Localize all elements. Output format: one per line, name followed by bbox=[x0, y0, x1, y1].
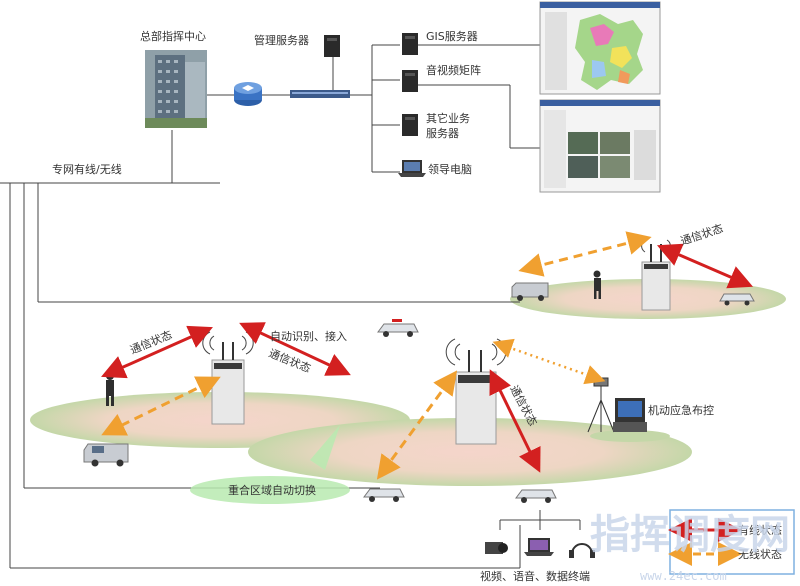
zone-center bbox=[248, 418, 692, 486]
base-station-right-icon bbox=[641, 239, 671, 311]
leader-pc-label: 领导电脑 bbox=[428, 163, 472, 176]
zone-mobile bbox=[590, 430, 670, 442]
comm-status-right-label: 通信状态 bbox=[679, 221, 725, 248]
watermark-text: 指挥调度网 bbox=[590, 512, 790, 558]
terminals-label: 视频、语音、数据终端 bbox=[480, 569, 590, 583]
switch-icon bbox=[290, 90, 350, 98]
other-server-icon bbox=[402, 114, 418, 136]
wireless-links-red bbox=[101, 243, 754, 473]
comm-status-mid-label: 通信状态 bbox=[267, 346, 313, 375]
overlap-callout bbox=[190, 425, 350, 504]
police-car-left-icon bbox=[363, 488, 405, 502]
private-net-label: 专网有线/无线 bbox=[52, 162, 122, 176]
video-monitor-screenshot bbox=[539, 99, 661, 193]
field-case-icon bbox=[613, 398, 647, 432]
police-car-center-icon bbox=[515, 489, 557, 503]
police-car-top-icon bbox=[377, 319, 419, 337]
comm-status-left-label: 通信状态 bbox=[128, 327, 174, 356]
gis-server-label: GIS服务器 bbox=[426, 30, 478, 43]
legend: 有线状态 无线状态 bbox=[668, 509, 795, 575]
av-matrix-label: 音视频矩阵 bbox=[426, 63, 481, 77]
mgmt-server-label: 管理服务器 bbox=[254, 33, 309, 47]
van-left-icon bbox=[83, 443, 129, 467]
other-server-label-2: 服务器 bbox=[426, 127, 459, 140]
watermark-url: www.24ec.com bbox=[640, 569, 727, 583]
mgmt-server-icon bbox=[324, 35, 340, 57]
av-matrix-icon bbox=[402, 70, 418, 92]
camcorder-icon bbox=[485, 542, 508, 554]
legend-item-2: 无线状态 bbox=[738, 547, 782, 561]
van-right-icon bbox=[511, 282, 549, 301]
overlap-switch-label: 重合区域自动切换 bbox=[228, 483, 316, 497]
headset-icon bbox=[569, 543, 595, 558]
gis-server-icon bbox=[402, 33, 418, 55]
terminal-laptop-icon bbox=[524, 538, 554, 556]
router-icon bbox=[234, 82, 262, 106]
gis-map-screenshot bbox=[539, 1, 661, 95]
legend-item-1: 有线状态 bbox=[738, 523, 782, 537]
other-server-label-1: 其它业务 bbox=[426, 111, 470, 125]
wireless-links-orange bbox=[101, 231, 652, 480]
police-car-right-icon bbox=[719, 293, 755, 306]
hq-building-icon bbox=[145, 50, 207, 128]
hq-label: 总部指挥中心 bbox=[140, 29, 206, 43]
laptop-icon bbox=[398, 160, 426, 177]
base-station-center-icon bbox=[445, 338, 507, 445]
mobile-emergency-label: 机动应急布控 bbox=[648, 403, 714, 417]
auto-detect-label: 自动识别、接入 bbox=[270, 330, 347, 343]
